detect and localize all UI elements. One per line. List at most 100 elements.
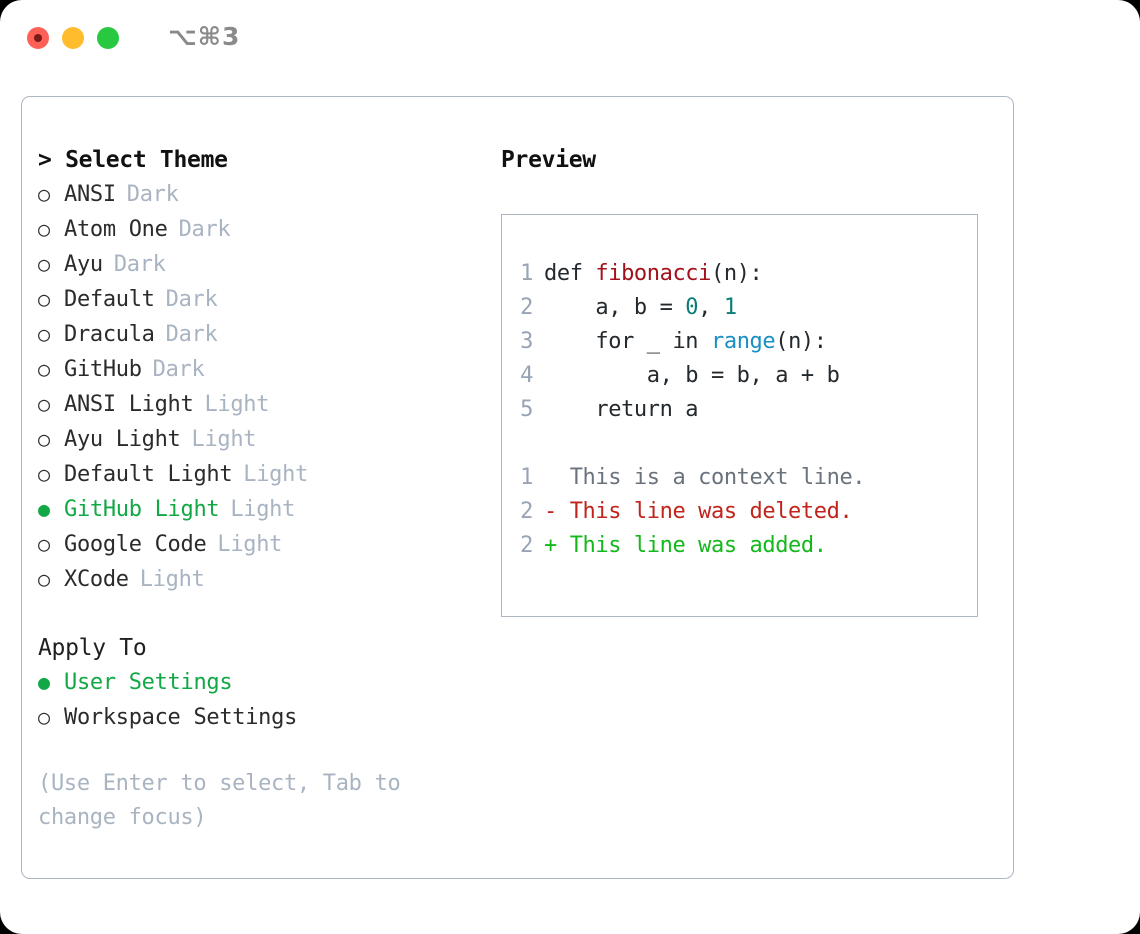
- theme-label: Google Code: [64, 532, 207, 557]
- diff-line-text-deleted: - This line was deleted.: [544, 499, 853, 524]
- radio-unselected-icon: ○: [38, 567, 50, 591]
- close-button[interactable]: [27, 27, 49, 49]
- code-line-number: 4: [520, 363, 533, 388]
- theme-label: XCode: [64, 567, 129, 592]
- radio-selected-icon: ●: [38, 670, 50, 694]
- theme-variant-badge: Dark: [152, 357, 205, 382]
- theme-option[interactable]: ○ XCode Light: [38, 562, 488, 597]
- theme-option[interactable]: ● GitHub Light Light: [38, 492, 488, 527]
- theme-variant-badge: Light: [139, 567, 205, 592]
- theme-variant-badge: Light: [243, 462, 309, 487]
- code-token-builtin: range: [711, 329, 776, 354]
- maximize-button[interactable]: [97, 27, 119, 49]
- theme-variant-badge: Dark: [165, 287, 218, 312]
- theme-label: ANSI Light: [64, 392, 194, 417]
- theme-option[interactable]: ○ GitHub Dark: [38, 352, 488, 387]
- apply-to-header: Apply To: [38, 635, 147, 661]
- code-token-number: 0: [685, 295, 699, 320]
- code-token-function: fibonacci: [595, 261, 711, 286]
- apply-to-list[interactable]: ●User Settings ○ Workspace Settings: [38, 665, 488, 735]
- diff-line: 1 This is a context line.: [502, 461, 977, 495]
- code-line: 4 a, b = b, a + b: [502, 359, 977, 393]
- keyboard-shortcut-label: ⌥⌘3: [168, 22, 241, 51]
- theme-variant-badge: Light: [230, 497, 296, 522]
- theme-variant-badge: Light: [217, 532, 283, 557]
- theme-option[interactable]: ○ Default Light Light: [38, 457, 488, 492]
- code-token-plain: (n):: [775, 329, 827, 354]
- theme-option[interactable]: ○ ANSI Light Light: [38, 387, 488, 422]
- theme-label: Default Light: [64, 462, 233, 487]
- title-bar: ⌥⌘3: [0, 0, 1140, 78]
- code-token-plain: ,: [698, 295, 724, 320]
- keyboard-hint-text: (Use Enter to select, Tab to change focu…: [38, 771, 401, 830]
- theme-label: GitHub Light: [64, 497, 220, 522]
- radio-unselected-icon: ○: [38, 357, 50, 381]
- code-line-text: def fibonacci(n):: [544, 257, 763, 291]
- code-token-plain: (n):: [711, 261, 763, 286]
- radio-unselected-icon: ○: [38, 287, 50, 311]
- code-token-plain: def: [544, 261, 596, 286]
- theme-option[interactable]: ○ ANSI Dark: [38, 177, 488, 212]
- radio-unselected-icon: ○: [38, 392, 50, 416]
- radio-unselected-icon: ○: [38, 182, 50, 206]
- theme-variant-badge: Light: [204, 392, 270, 417]
- theme-label: Dracula: [64, 322, 155, 347]
- radio-unselected-icon: ○: [38, 532, 50, 556]
- code-token-plain: return a: [544, 397, 699, 422]
- apply-to-option[interactable]: ●User Settings: [38, 665, 488, 700]
- theme-label: Ayu: [64, 252, 103, 277]
- traffic-lights: [27, 27, 119, 49]
- apply-to-label: Workspace Settings: [64, 705, 298, 730]
- theme-label: Atom One: [64, 217, 168, 242]
- theme-option[interactable]: ○ Default Dark: [38, 282, 488, 317]
- code-line: 2 a, b = 0, 1: [502, 291, 977, 325]
- code-token-plain: a, b =: [544, 295, 686, 320]
- diff-line: 2+ This line was added.: [502, 529, 977, 563]
- theme-label: Default: [64, 287, 155, 312]
- minimize-button[interactable]: [62, 27, 84, 49]
- code-line-number: 5: [520, 397, 533, 422]
- radio-unselected-icon: ○: [38, 705, 50, 729]
- diff-line-number: 2: [520, 499, 533, 524]
- code-token-plain: for _ in: [544, 329, 711, 354]
- diff-sample-block: 1 This is a context line. 2 - This line wa…: [502, 461, 977, 563]
- radio-unselected-icon: ○: [38, 462, 50, 486]
- theme-label: GitHub: [64, 357, 142, 382]
- theme-variant-badge: Light: [191, 427, 257, 452]
- theme-option[interactable]: ○ Atom One Dark: [38, 212, 488, 247]
- diff-line-text-added: + This line was added.: [544, 533, 827, 558]
- code-line-number: 1: [520, 261, 533, 286]
- code-line-number: 2: [520, 295, 533, 320]
- theme-label: ANSI: [64, 182, 116, 207]
- preview-title: Preview: [501, 147, 596, 173]
- code-diff-separator: [502, 427, 977, 461]
- theme-variant-badge: Dark: [126, 182, 179, 207]
- theme-option[interactable]: ○ Google Code Light: [38, 527, 488, 562]
- select-theme-header: > Select Theme: [38, 147, 228, 173]
- code-line: 3 for _ in range(n):: [502, 325, 977, 359]
- code-line-text: a, b = 0, 1: [544, 291, 737, 325]
- diff-line-text-context: This is a context line.: [544, 465, 866, 490]
- code-line-text: a, b = b, a + b: [544, 359, 840, 393]
- code-token-number: 1: [723, 295, 737, 320]
- theme-variant-badge: Dark: [178, 217, 231, 242]
- code-line: 1 def fibonacci(n):: [502, 257, 977, 291]
- diff-line: 2 - This line was deleted.: [502, 495, 977, 529]
- apply-to-option[interactable]: ○ Workspace Settings: [38, 700, 488, 735]
- radio-selected-icon: ●: [38, 497, 50, 521]
- code-token-plain: a, b = b, a + b: [544, 363, 840, 388]
- code-line-number: 3: [520, 329, 533, 354]
- radio-unselected-icon: ○: [38, 427, 50, 451]
- radio-unselected-icon: ○: [38, 217, 50, 241]
- theme-variant-badge: Dark: [165, 322, 218, 347]
